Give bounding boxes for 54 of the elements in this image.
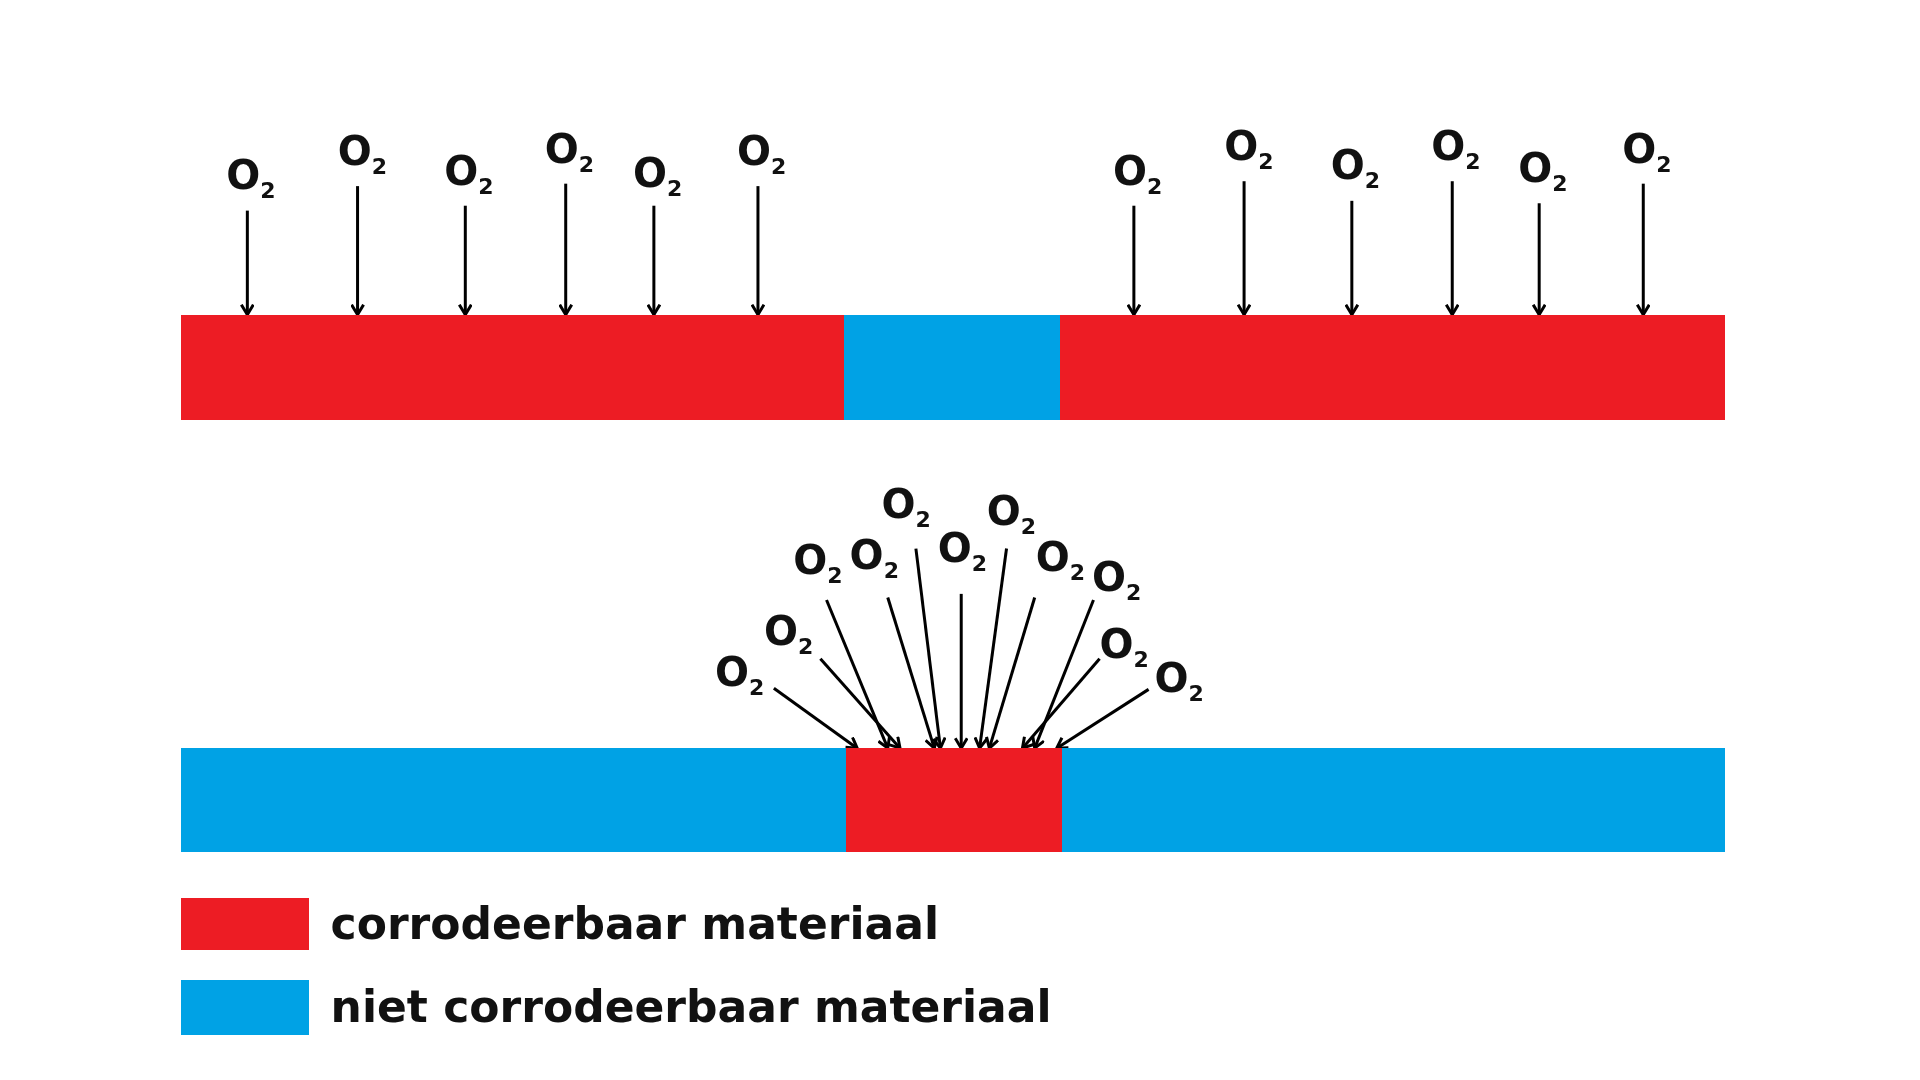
oxygen-label: O$_{2}$ [1112,150,1163,198]
oxygen-label: O$_{2}$ [1154,657,1204,705]
oxygen-label: O$_{2}$ [544,128,595,176]
arrow [1020,657,1101,750]
oxygen-label: O$_{2}$ [881,483,931,531]
oxygen-label: O$_{2}$ [1622,128,1672,176]
oxygen-label: O$_{2}$ [1518,147,1568,195]
oxygen-label: O$_{2}$ [1092,556,1142,604]
oxygen-label: O$_{2}$ [226,154,276,202]
oxygen-label: O$_{2}$ [793,539,843,587]
arrow [914,548,947,750]
arrow [973,548,1008,750]
oxygen-label: O$_{2}$ [337,130,388,178]
oxygen-label: O$_{2}$ [1330,144,1381,192]
material-bar-segment [181,748,847,853]
arrow [985,597,1037,750]
oxygen-label: O$_{2}$ [632,152,683,200]
material-bar-segment [846,748,1062,853]
arrow [819,657,902,750]
oxygen-label: O$_{2}$ [1431,125,1481,173]
arrow [239,210,255,317]
legend-label: niet corrodeerbaar materiaal [330,985,1052,1030]
arrow [1531,203,1547,317]
oxygen-label: O$_{2}$ [849,534,899,582]
oxygen-label: O$_{2}$ [763,610,814,658]
arrow [457,205,473,317]
material-bar-segment [181,314,844,420]
arrow [750,186,766,317]
arrow [646,205,662,317]
oxygen-label: O$_{2}$ [714,651,765,699]
arrow [825,599,891,750]
arrow [1055,688,1150,750]
arrow [1126,205,1142,317]
oxygen-label: O$_{2}$ [736,130,787,178]
arrow [350,186,366,317]
oxygen-label: O$_{2}$ [1035,536,1086,584]
arrow [773,686,859,750]
oxygen-label: O$_{2}$ [1224,125,1274,173]
arrow [1444,181,1460,317]
arrow [886,597,939,750]
material-bar-segment [843,314,1061,420]
oxygen-label: O$_{2}$ [937,527,988,575]
material-bar-segment [1061,748,1726,853]
arrow [1031,599,1095,750]
oxygen-label: O$_{2}$ [444,150,494,198]
legend-label: corrodeerbaar materiaal [330,901,939,946]
oxygen-label: O$_{2}$ [1099,623,1149,670]
arrow [558,183,574,317]
arrow [1236,181,1252,317]
material-bar-segment [1060,314,1726,420]
arrow [953,593,969,750]
oxygen-label: O$_{2}$ [986,490,1037,538]
arrow [1344,200,1360,317]
arrow [1635,183,1651,317]
